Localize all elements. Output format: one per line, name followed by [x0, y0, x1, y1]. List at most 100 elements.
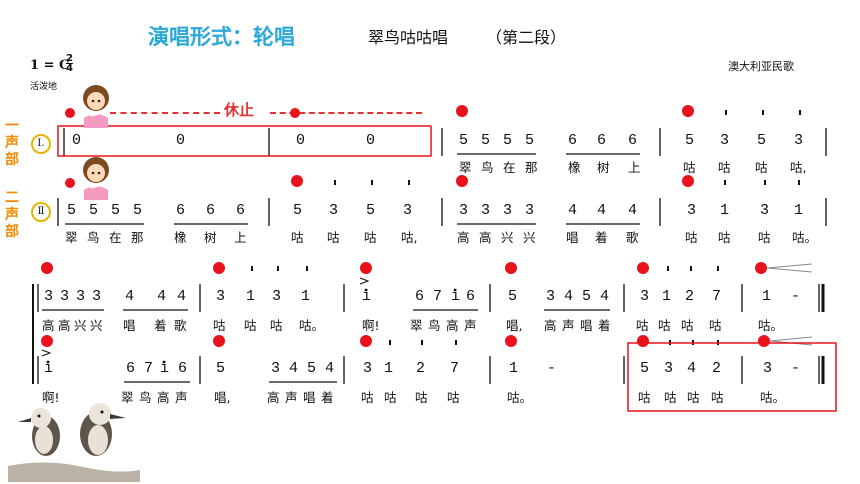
note: 1 — [509, 360, 519, 377]
note: 3 — [687, 202, 697, 219]
note: 4 — [289, 360, 299, 377]
kookaburra-illustration — [8, 403, 140, 482]
lyric-syllable: 咕。 — [760, 390, 786, 405]
page-title: 演唱形式：轮唱 — [148, 25, 295, 49]
lyric-syllable: 咕 — [683, 160, 696, 175]
lyric-syllable: 唱, — [506, 318, 523, 333]
girl-illustration-1 — [83, 85, 109, 128]
lyric-syllable: 声 — [175, 390, 188, 405]
rest-line-right — [270, 112, 422, 114]
note: 5 — [366, 202, 376, 219]
lyric-syllable: 咕 — [447, 390, 460, 405]
note: 2 — [712, 360, 722, 377]
lyric-syllable: 唱 — [566, 230, 579, 245]
note: 3 — [92, 288, 102, 305]
note: 3 — [503, 202, 513, 219]
lyric-syllable: 咕 — [687, 390, 700, 405]
lyric-syllable: 翠 — [65, 230, 78, 245]
lyric-syllable: 高 — [58, 318, 71, 333]
voice2-marker: Ⅱ — [31, 202, 51, 222]
note: 4 — [600, 288, 610, 305]
lyric-syllable: 树 — [597, 160, 610, 175]
note: 3 — [763, 360, 773, 377]
lyric-syllable: 咕 — [755, 160, 768, 175]
lyric-syllable: 咕, — [790, 160, 807, 175]
note: 3 — [546, 288, 556, 305]
lyric-syllable: 橡 — [568, 160, 581, 175]
note: 4 — [687, 360, 697, 377]
lyric-syllable: 咕 — [664, 390, 677, 405]
time-signature: 2 4 — [66, 53, 73, 74]
note: 3 — [760, 202, 770, 219]
lyric-syllable: 歌 — [626, 230, 639, 245]
voice1-label: 一声部 — [5, 118, 19, 168]
tempo-marking: 活泼地 — [30, 82, 58, 92]
note: 0 — [296, 132, 306, 149]
note: 4 — [564, 288, 574, 305]
note: 4 — [568, 202, 578, 219]
lyric-syllable: 鸟 — [428, 318, 441, 333]
lyric-syllable: 咕 — [718, 230, 731, 245]
voice1-marker: Ⅰ. — [31, 134, 51, 154]
note: 5 — [503, 132, 513, 149]
note: 3 — [640, 288, 650, 305]
note: 4 — [125, 288, 135, 305]
note: 4 — [325, 360, 335, 377]
note: 5 — [133, 202, 143, 219]
lyric-syllable: 咕 — [361, 390, 374, 405]
lyric-syllable: 唱 — [123, 318, 136, 333]
note: 3 — [403, 202, 413, 219]
lyric-syllable: 咕。 — [299, 318, 325, 333]
note: 3 — [525, 202, 535, 219]
lyric-syllable: 高 — [479, 230, 492, 245]
lyric-syllable: 高 — [157, 390, 170, 405]
note: 4 — [157, 288, 167, 305]
note: - — [791, 288, 801, 305]
lyric-syllable: 着 — [595, 230, 608, 245]
note: 5 — [508, 288, 518, 305]
note: 1 — [662, 288, 672, 305]
lyric-syllable: 高 — [544, 318, 557, 333]
note: 6 — [597, 132, 607, 149]
lyric-syllable: 啊! — [42, 390, 60, 405]
lyric-syllable: 咕 — [415, 390, 428, 405]
lyric-syllable: 在 — [109, 230, 122, 245]
note: 4 — [177, 288, 187, 305]
lyric-syllable: 翠 — [459, 160, 472, 175]
lyric-syllable: 高 — [457, 230, 470, 245]
note: 3 — [216, 288, 226, 305]
lyric-syllable: 树 — [204, 230, 217, 245]
note: 6 — [568, 132, 578, 149]
note: 1 — [720, 202, 730, 219]
note: 5 — [459, 132, 469, 149]
lyric-syllable: 鸟 — [139, 390, 152, 405]
note: 6 — [176, 202, 186, 219]
note: 5 — [481, 132, 491, 149]
lyric-syllable: 歌 — [174, 318, 187, 333]
note: i — [451, 288, 461, 305]
note: 3 — [664, 360, 674, 377]
note: 6 — [466, 288, 476, 305]
lyric-syllable: 翠 — [410, 318, 423, 333]
note: 3 — [60, 288, 70, 305]
note: 1 — [384, 360, 394, 377]
note: 6 — [236, 202, 246, 219]
note: 1 — [762, 288, 772, 305]
lyric-syllable: 着 — [598, 318, 611, 333]
lyric-syllable: 兴 — [523, 230, 536, 245]
lyric-syllable: 咕 — [384, 390, 397, 405]
note: 4 — [597, 202, 607, 219]
lyric-syllable: 橡 — [174, 230, 187, 245]
note: 0 — [72, 132, 82, 149]
rest-line-left — [110, 112, 220, 114]
lyric-syllable: 着 — [321, 390, 334, 405]
note: 6 — [415, 288, 425, 305]
note: 1 — [246, 288, 256, 305]
lyric-syllable: 兴 — [501, 230, 514, 245]
lyric-syllable: 咕 — [709, 318, 722, 333]
lyric-syllable: 翠 — [121, 390, 134, 405]
note: - — [791, 360, 801, 377]
note: 1 — [301, 288, 311, 305]
note: 1 — [794, 202, 804, 219]
